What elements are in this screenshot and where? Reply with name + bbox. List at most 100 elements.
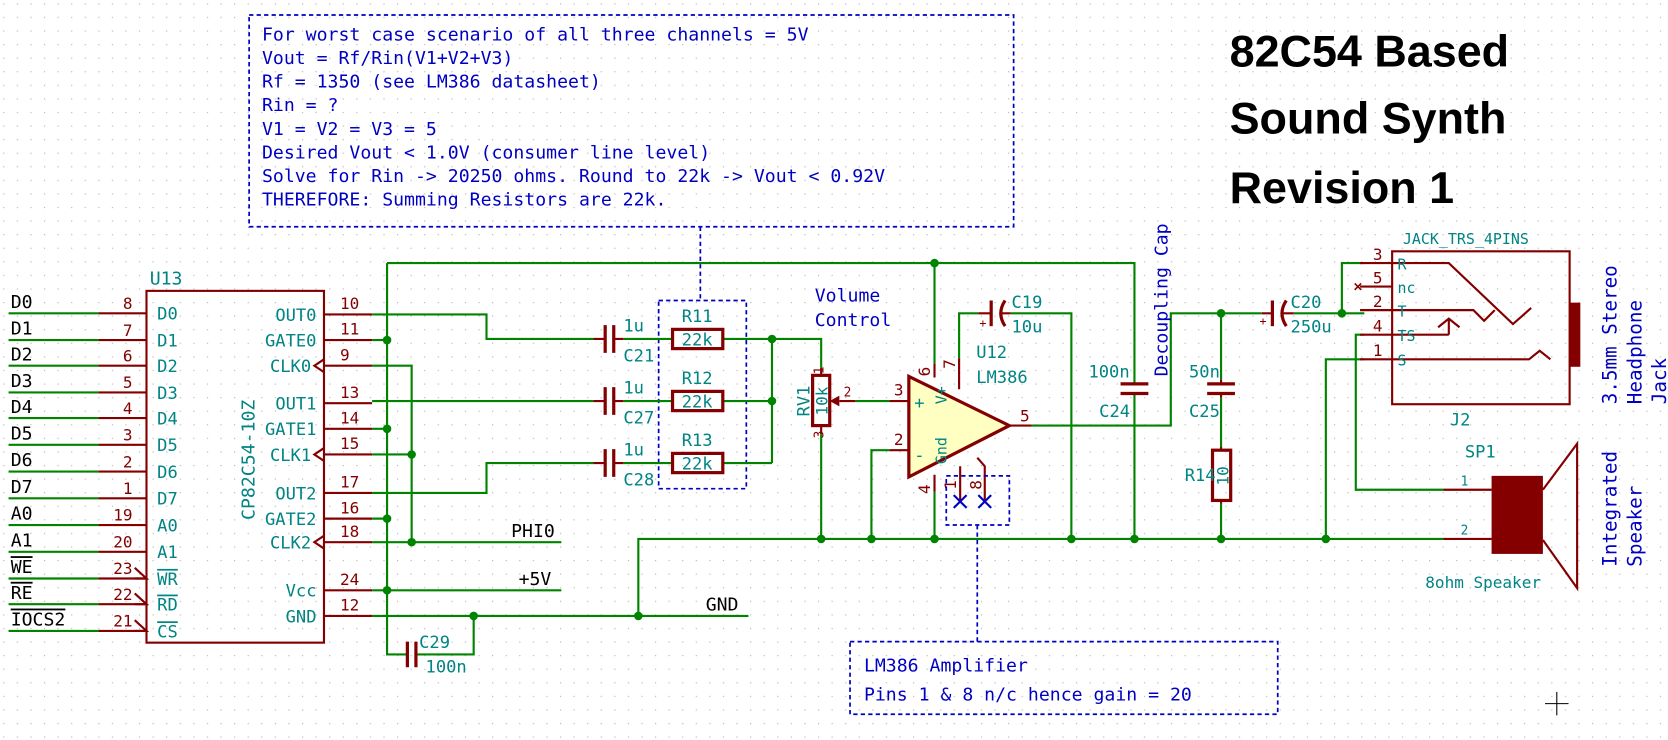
- resistor-r14[interactable]: R14 10: [1185, 446, 1233, 504]
- pin-name: D2: [157, 357, 178, 377]
- amp-note-line-1: LM386 Amplifier: [864, 656, 1028, 677]
- pin-name: TS: [1397, 327, 1415, 345]
- pin-number: 23: [113, 559, 132, 578]
- net-label: D3: [11, 371, 33, 392]
- c29-ref: C29: [419, 633, 450, 653]
- capacitor-c25[interactable]: 50n C25: [1189, 362, 1235, 422]
- u12-ref: U12: [976, 343, 1007, 363]
- junction-dot: [407, 537, 416, 547]
- junction-dot: [1130, 534, 1139, 544]
- r13-ref: R13: [682, 431, 713, 451]
- pin-number: 24: [340, 570, 359, 589]
- c27-value: 1u: [623, 379, 644, 399]
- c28-value: 1u: [623, 441, 644, 461]
- inverted-pin-icon: [134, 619, 150, 632]
- potentiometer-rv1[interactable]: RV1 10k 1 2 3: [794, 367, 856, 439]
- u12-pin-8: 8: [967, 480, 986, 490]
- title-line-1: 82C54 Based: [1230, 25, 1510, 76]
- net-label: A1: [11, 530, 33, 551]
- pin-number: 17: [340, 473, 359, 492]
- u12-gnd-label: Gnd: [932, 437, 950, 464]
- net-label: IOCS2: [11, 610, 66, 631]
- amplifier-u12-lm386[interactable]: + - V+ Gnd 3 2 6 7 4 5 1 8 U12 LM386: [889, 343, 1032, 509]
- volume-control-label-2: Control: [815, 310, 892, 331]
- j2-pin-t: 2T: [1360, 292, 1407, 321]
- formula-line: Solve for Rin -> 20250 ohms. Round to 22…: [262, 166, 885, 187]
- junction-dot: [816, 534, 826, 544]
- c29-value: 100n: [426, 658, 467, 678]
- formula-note-box: [248, 14, 1015, 228]
- pin-name: R: [1397, 255, 1406, 273]
- net-label: A0: [11, 504, 33, 525]
- pin-number: 3: [1373, 245, 1383, 264]
- pin-number: 4: [1373, 317, 1383, 336]
- pin-name: OUT2: [275, 484, 316, 504]
- pin-number: 3: [123, 426, 133, 445]
- u12-pin-3: 3: [894, 381, 904, 400]
- junction-dot: [382, 585, 392, 595]
- clock-input-icon: [312, 534, 325, 550]
- junction-dot: [767, 334, 777, 344]
- c27-ref: C27: [623, 408, 654, 428]
- pin-number: 4: [123, 399, 133, 418]
- junction-dot: [382, 335, 392, 345]
- pin-name: CLK1: [270, 446, 311, 466]
- pin-name: GATE1: [265, 420, 316, 440]
- junction-dot: [382, 424, 392, 434]
- u12-vplus-label: V+: [932, 386, 950, 404]
- net-label-phi0: PHI0: [511, 521, 555, 542]
- pin-number: 1: [1373, 341, 1383, 360]
- wire-c20-jack: [1293, 262, 1365, 315]
- pin-name: GND: [286, 607, 317, 627]
- pin-name: CLK0: [270, 357, 311, 377]
- pin-name: A0: [157, 516, 178, 536]
- c24-value: 100n: [1088, 362, 1129, 382]
- pin-name: GATE2: [265, 510, 316, 530]
- pin-number: 2: [123, 452, 133, 471]
- junction-dot: [1321, 534, 1331, 544]
- c20-ref: C20: [1291, 293, 1322, 313]
- wire-out0: [372, 313, 594, 341]
- c20-value: 250u: [1291, 318, 1332, 338]
- r14-ref: R14: [1185, 466, 1216, 486]
- formula-line: Desired Vout < 1.0V (consumer line level…: [262, 142, 710, 163]
- junction-dot: [1216, 309, 1226, 318]
- pin-name: D6: [157, 463, 178, 483]
- pin-name: S: [1397, 352, 1406, 370]
- sp1-pin-2: 2: [1461, 524, 1469, 539]
- capacitor-c29[interactable]: C29 100n: [405, 633, 467, 678]
- rv1-pin-2: 2: [844, 386, 852, 401]
- j2-pin-s: 1S: [1360, 341, 1407, 370]
- pin-name: OUT0: [275, 306, 316, 326]
- capacitor-c20[interactable]: + C20 250u: [1260, 293, 1332, 338]
- formula-line: Rin = ?: [262, 95, 339, 116]
- pin-number: 8: [123, 294, 133, 313]
- formula-line: THEREFORE: Summing Resistors are 22k.: [262, 189, 666, 210]
- speaker-sp1[interactable]: SP1 8ohm Speaker 1 2: [1425, 440, 1579, 592]
- pin-number: 10: [340, 294, 359, 313]
- capacitor-c24[interactable]: 100n C24: [1088, 362, 1149, 422]
- junction-dot: [382, 514, 392, 523]
- amplifier-note[interactable]: LM386 Amplifier Pins 1 & 8 n/c hence gai…: [849, 640, 1279, 716]
- net-label: D5: [11, 424, 33, 445]
- u13-body: [145, 289, 326, 644]
- j2-pin-ts: 4TS: [1360, 317, 1416, 345]
- formula-note[interactable]: For worst case scenario of all three cha…: [248, 14, 1015, 301]
- capacitor-c19[interactable]: + C19 10u: [978, 293, 1042, 338]
- net-label: RE: [11, 583, 33, 604]
- junction-dot: [469, 611, 478, 621]
